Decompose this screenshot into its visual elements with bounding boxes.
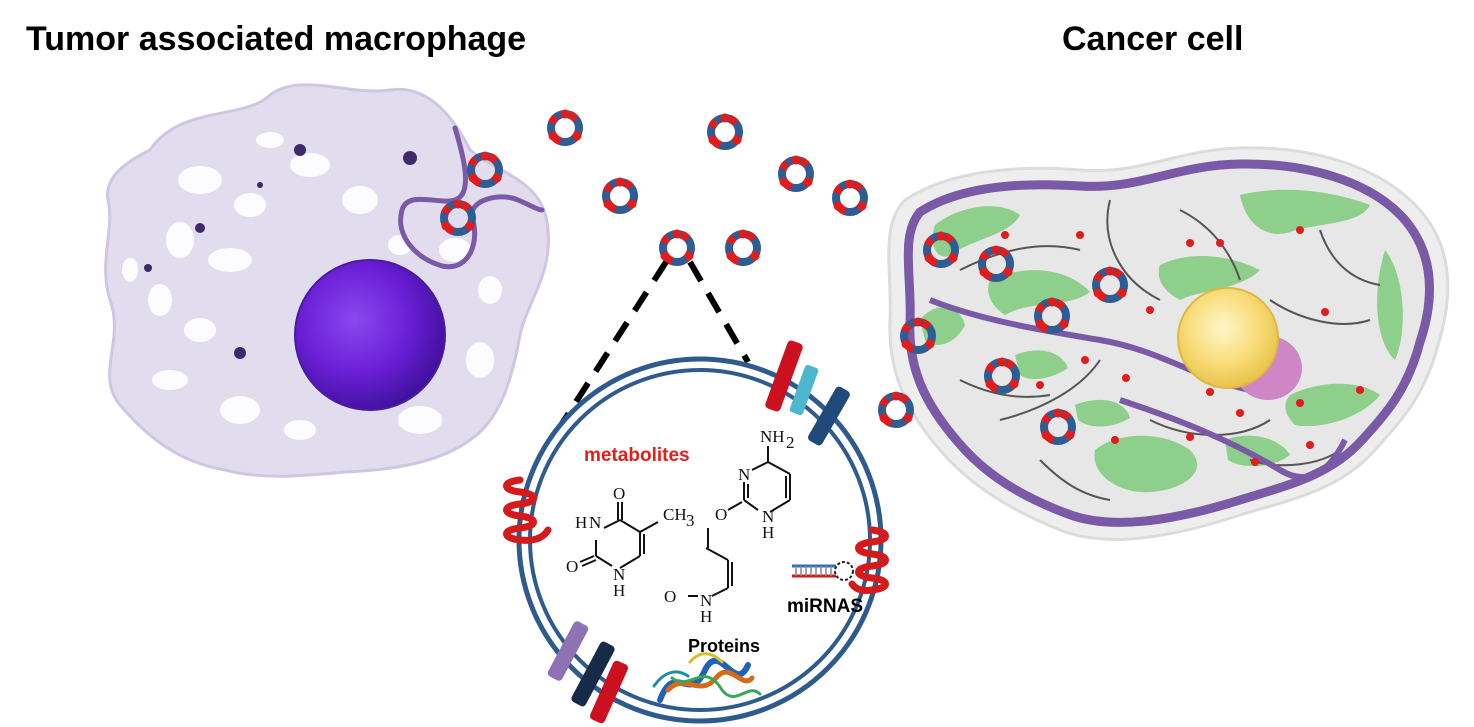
macrophage-nucleus <box>294 259 446 411</box>
cancer-cell-title: Cancer cell <box>1062 20 1244 58</box>
svg-text:O: O <box>715 505 727 524</box>
cancer-cell <box>887 146 1450 541</box>
exosome <box>707 114 743 150</box>
exosome <box>602 178 638 214</box>
svg-text:N: N <box>589 513 601 532</box>
thymine-labels: O H N CH 3 O N H <box>566 484 695 600</box>
svg-text:O: O <box>613 484 625 503</box>
macrophage-granules <box>144 144 417 359</box>
cancer-cytoskeleton <box>959 199 1381 501</box>
svg-text:N: N <box>762 507 774 526</box>
cancer-inner-membrane-2 <box>1119 397 1348 481</box>
receptor-cluster-top <box>765 340 850 446</box>
fragment-labels: O N H <box>664 587 712 626</box>
exosome <box>547 110 583 146</box>
cancer-red-granules <box>1001 226 1364 466</box>
exosome <box>832 180 868 216</box>
macrophage-engulfing-membrane <box>398 125 545 270</box>
svg-text:2: 2 <box>786 433 795 452</box>
svg-text:N: N <box>738 465 750 484</box>
protein-ribbon-icon <box>652 652 762 703</box>
macrophage-cell <box>104 83 550 478</box>
cancer-membrane <box>903 159 1434 527</box>
svg-text:H: H <box>613 581 625 600</box>
receptor-cluster-bottom <box>547 621 629 724</box>
macrophage-title: Tumor associated macrophage <box>26 20 527 58</box>
gpcr-right <box>848 526 889 594</box>
svg-text:3: 3 <box>686 511 695 530</box>
svg-text:N: N <box>613 565 625 584</box>
cancer-nucleus <box>1177 287 1279 389</box>
cytosine-labels: NH 2 N O N H <box>715 427 795 542</box>
svg-text:N: N <box>700 591 712 610</box>
svg-text:O: O <box>664 587 676 606</box>
exosome <box>725 230 761 266</box>
mirna-hairpin-icon <box>792 561 854 581</box>
svg-text:CH: CH <box>663 505 687 524</box>
svg-text:NH: NH <box>760 427 785 446</box>
svg-text:H: H <box>762 523 774 542</box>
cytosine-structure <box>727 446 791 513</box>
fragment-structure <box>688 528 733 597</box>
gpcr-left <box>503 476 552 544</box>
enlarged-exosome: metabolites miRNAS Proteins O H <box>503 340 889 724</box>
metabolites-label: metabolites <box>584 445 690 466</box>
exosome <box>659 230 695 266</box>
exosome <box>778 156 814 192</box>
svg-text:H: H <box>575 513 587 532</box>
svg-text:O: O <box>566 557 578 576</box>
proteins-label: Proteins <box>688 636 760 656</box>
svg-text:H: H <box>700 607 712 626</box>
mirnas-label: miRNAS <box>787 596 863 617</box>
macrophage-vacuoles <box>122 132 502 440</box>
thymine-structure <box>579 502 659 569</box>
